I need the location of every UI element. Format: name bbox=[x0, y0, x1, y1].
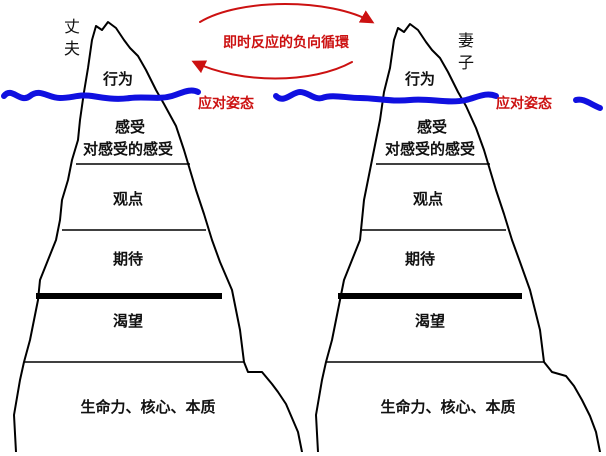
layer-feeling-about-feeling-left: 对感受的感受 bbox=[83, 140, 173, 158]
iceberg-wife: 妻 子 行为 感受 对感受的感受 观点 期待 渴望 生命力、核心、本质 bbox=[315, 23, 601, 453]
stance-label-right: 应对姿态 bbox=[496, 95, 552, 112]
iceberg-outline-left bbox=[13, 21, 303, 453]
cycle-arrow-top bbox=[199, 3, 375, 24]
layer-viewpoint-right: 观点 bbox=[413, 190, 443, 208]
water-line-left bbox=[1, 87, 201, 102]
layer-longing-right: 渴望 bbox=[415, 312, 445, 330]
layer-viewpoint-left: 观点 bbox=[113, 190, 143, 208]
layer-expectation-right: 期待 bbox=[405, 250, 435, 268]
layer-feeling-right: 感受 bbox=[417, 118, 447, 136]
layer-longing-left: 渴望 bbox=[113, 312, 143, 330]
layer-feeling-about-feeling-right: 对感受的感受 bbox=[385, 140, 475, 158]
iceberg-outline-right bbox=[315, 23, 601, 453]
person-label-wife-line1: 妻 bbox=[458, 31, 474, 50]
negative-cycle: 即时反应的负向循環 bbox=[191, 3, 375, 80]
cycle-arrow-bottom bbox=[191, 60, 353, 80]
water-line-right bbox=[273, 89, 499, 105]
layer-expectation-left: 期待 bbox=[113, 250, 143, 268]
iceberg-husband: 丈 夫 行为 感受 对感受的感受 观点 期待 渴望 生命力、核心、本质 bbox=[13, 17, 303, 453]
layer-behavior-right: 行为 bbox=[404, 70, 435, 88]
person-label-husband-line1: 丈 bbox=[64, 17, 80, 36]
layer-core-right: 生命力、核心、本质 bbox=[380, 398, 515, 416]
person-label-husband-line2: 夫 bbox=[64, 39, 80, 58]
layer-behavior-left: 行为 bbox=[102, 70, 133, 88]
layer-core-left: 生命力、核心、本质 bbox=[80, 398, 215, 416]
water-lines bbox=[1, 87, 603, 111]
water-line-far-right bbox=[573, 96, 603, 111]
layer-feeling-left: 感受 bbox=[115, 118, 145, 136]
person-label-wife-line2: 子 bbox=[458, 53, 474, 72]
stance-label-left: 应对姿态 bbox=[198, 95, 254, 112]
cycle-label: 即时反应的负向循環 bbox=[223, 34, 350, 51]
